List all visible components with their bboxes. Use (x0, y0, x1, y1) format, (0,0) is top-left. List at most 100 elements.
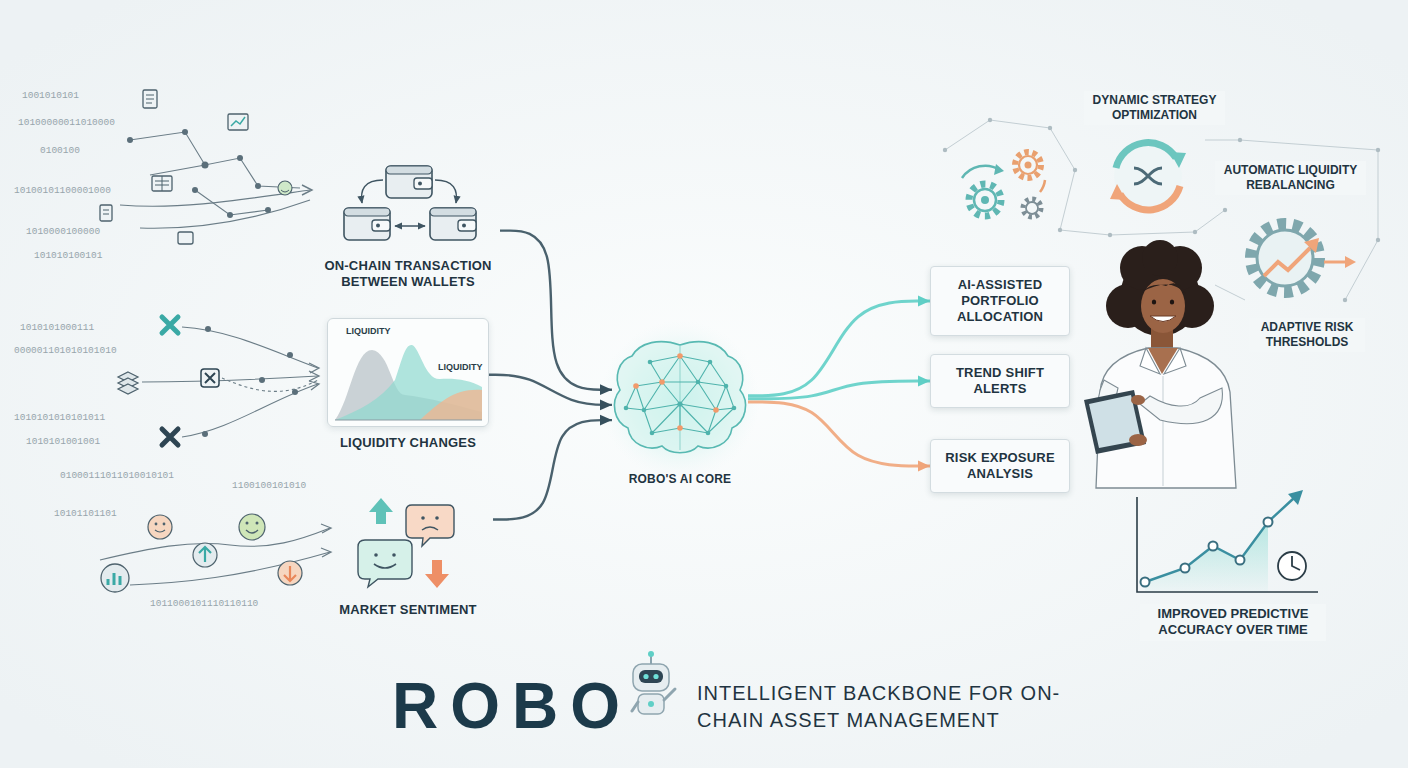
liquidity-stream (201, 369, 219, 387)
transaction-stream (127, 129, 271, 218)
sentiment-stream (321, 524, 331, 533)
sentiment-stream (108, 573, 120, 585)
risk-gear (1264, 248, 1310, 276)
ai-brain (677, 353, 683, 359)
robot-mascot (632, 702, 638, 711)
accuracy-chart (1141, 578, 1150, 587)
sentiment-stream (284, 566, 296, 581)
binary-stream: 0100100 (40, 145, 80, 156)
transaction-stream (103, 95, 169, 214)
analyst-figure (1163, 376, 1164, 486)
wallet-icon (344, 166, 476, 240)
strategy-gears (969, 184, 1001, 216)
node-label: MARKET SENTIMENT (323, 602, 493, 618)
sentiment-icon (392, 553, 396, 557)
transaction-stream (227, 212, 233, 218)
wallet-icon (344, 208, 390, 240)
robot-mascot (632, 651, 675, 714)
transaction-stream (103, 210, 109, 214)
sentiment-stream (155, 523, 158, 526)
sentiment-stream (239, 514, 265, 540)
wallet-icon (386, 166, 432, 198)
liquidity-stream (259, 377, 265, 383)
accuracy-chart (1145, 522, 1268, 592)
accuracy-chart (1278, 552, 1306, 580)
ai-brain (677, 401, 682, 406)
strategy-network (1058, 228, 1062, 232)
analyst-figure (1164, 348, 1186, 374)
data-connector (748, 402, 930, 466)
transaction-stream (278, 181, 292, 195)
ai-brain (706, 431, 711, 436)
sentiment-icon (422, 527, 438, 530)
transaction-stream (237, 155, 243, 161)
wallet-icon (362, 180, 383, 203)
transaction-stream (140, 200, 310, 228)
transaction-stream (152, 176, 172, 191)
node-label: AI-ASSISTED PORTFOLIO ALLOCATION (941, 277, 1059, 325)
binary-stream: 10101101101 (54, 508, 117, 519)
sentiment-stream (246, 522, 249, 525)
sentiment-stream (321, 548, 331, 557)
ai-brain (633, 383, 639, 389)
accuracy-chart (1288, 490, 1303, 505)
analyst-figure (1170, 299, 1174, 304)
transaction-stream (143, 90, 157, 108)
ai-brain (650, 431, 655, 436)
transaction-stream (100, 90, 248, 244)
ai-brain (680, 346, 681, 450)
strategy-network (1223, 208, 1227, 212)
liquidity-stream (205, 326, 211, 332)
transaction-stream (150, 165, 205, 175)
transaction-stream (127, 137, 133, 143)
ai-brain (626, 356, 734, 433)
liquidity-stream (309, 371, 319, 381)
transaction-stream (228, 114, 248, 130)
liquidity-stream (118, 372, 138, 394)
liquidity-stream (142, 327, 318, 437)
sentiment-icon (358, 540, 412, 587)
sentiment-stream (163, 523, 166, 526)
binary-stream: 1100100101010 (232, 480, 306, 491)
liquidity-chart (335, 345, 482, 420)
sentiment-stream (256, 522, 259, 525)
rebalance-icon (1134, 168, 1162, 184)
strategy-gears (962, 166, 1000, 178)
strategy-gears (1026, 202, 1038, 214)
ai-brain (648, 360, 653, 365)
transaction-stream (265, 207, 271, 213)
rebalance-icon (1120, 186, 1180, 210)
sentiment-stream (101, 564, 129, 592)
binary-stream: 10100000011010000 (18, 117, 115, 128)
sentiment-icon (374, 564, 396, 568)
strategy-network (1238, 138, 1242, 142)
feature-label: IMPROVED PREDICTIVE ACCURACY OVER TIME (1140, 604, 1326, 641)
wallet-icon (430, 208, 476, 240)
ai-brain (624, 406, 629, 411)
strategy-network (1108, 233, 1112, 237)
node-label: LIQUIDITY CHANGES (298, 435, 518, 451)
binary-stream: 1001010101 (22, 90, 79, 101)
robot-mascot (648, 651, 654, 657)
ai-brain (614, 342, 745, 453)
sentiment-stream (100, 514, 331, 592)
text-holder: LIQUIDITY CHANGES (298, 435, 518, 451)
analyst-figure (1150, 316, 1176, 322)
liquidity-stream (182, 384, 318, 437)
rebalance-icon (1110, 184, 1126, 200)
chart-label: LIQUIDITY (346, 326, 391, 337)
input-source: MARKET SENTIMENT (323, 490, 493, 618)
accuracy-chart (1137, 497, 1318, 592)
analyst-figure (1142, 240, 1178, 276)
liquidity-stream (202, 431, 208, 437)
sentiment-stream (199, 547, 211, 562)
robot-mascot (648, 701, 654, 707)
node-label: RISK EXPOSURE ANALYSIS (941, 450, 1059, 482)
analyst-figure (1142, 283, 1186, 294)
strategy-network (988, 118, 992, 122)
robot-mascot (638, 694, 664, 714)
transaction-stream (302, 185, 312, 195)
tagline: INTELLIGENT BACKBONE FOR ON-CHAIN ASSET … (697, 680, 1087, 734)
